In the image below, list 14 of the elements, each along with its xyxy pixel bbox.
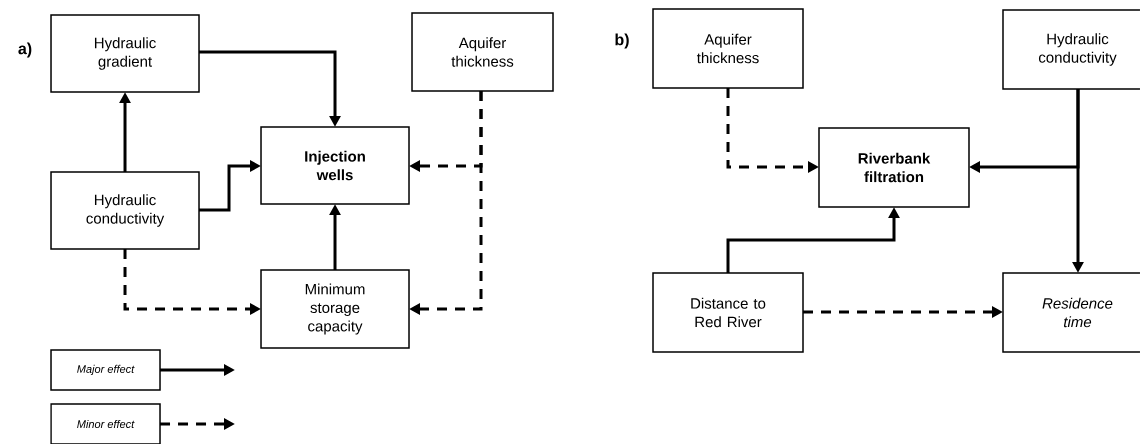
box: Residence time [1002, 272, 1140, 353]
box: Riverbank filtration [818, 127, 970, 208]
legend-box: Minor effect [50, 403, 161, 444]
box: Hydraulic gradient [50, 14, 200, 93]
box: Aquifer thickness [652, 8, 804, 89]
box: Minimum storage capacity [260, 269, 410, 349]
box: Hydraulic conductivity [50, 171, 200, 250]
panel-label: a) [18, 42, 32, 58]
box: Hydraulic conductivity [1002, 9, 1140, 90]
box: Distance to Red River [652, 272, 804, 353]
legend-box: Major effect [50, 349, 161, 391]
box: Aquifer thickness [411, 12, 554, 92]
box: Injection wells [260, 126, 410, 205]
panel-label: b) [615, 33, 629, 49]
